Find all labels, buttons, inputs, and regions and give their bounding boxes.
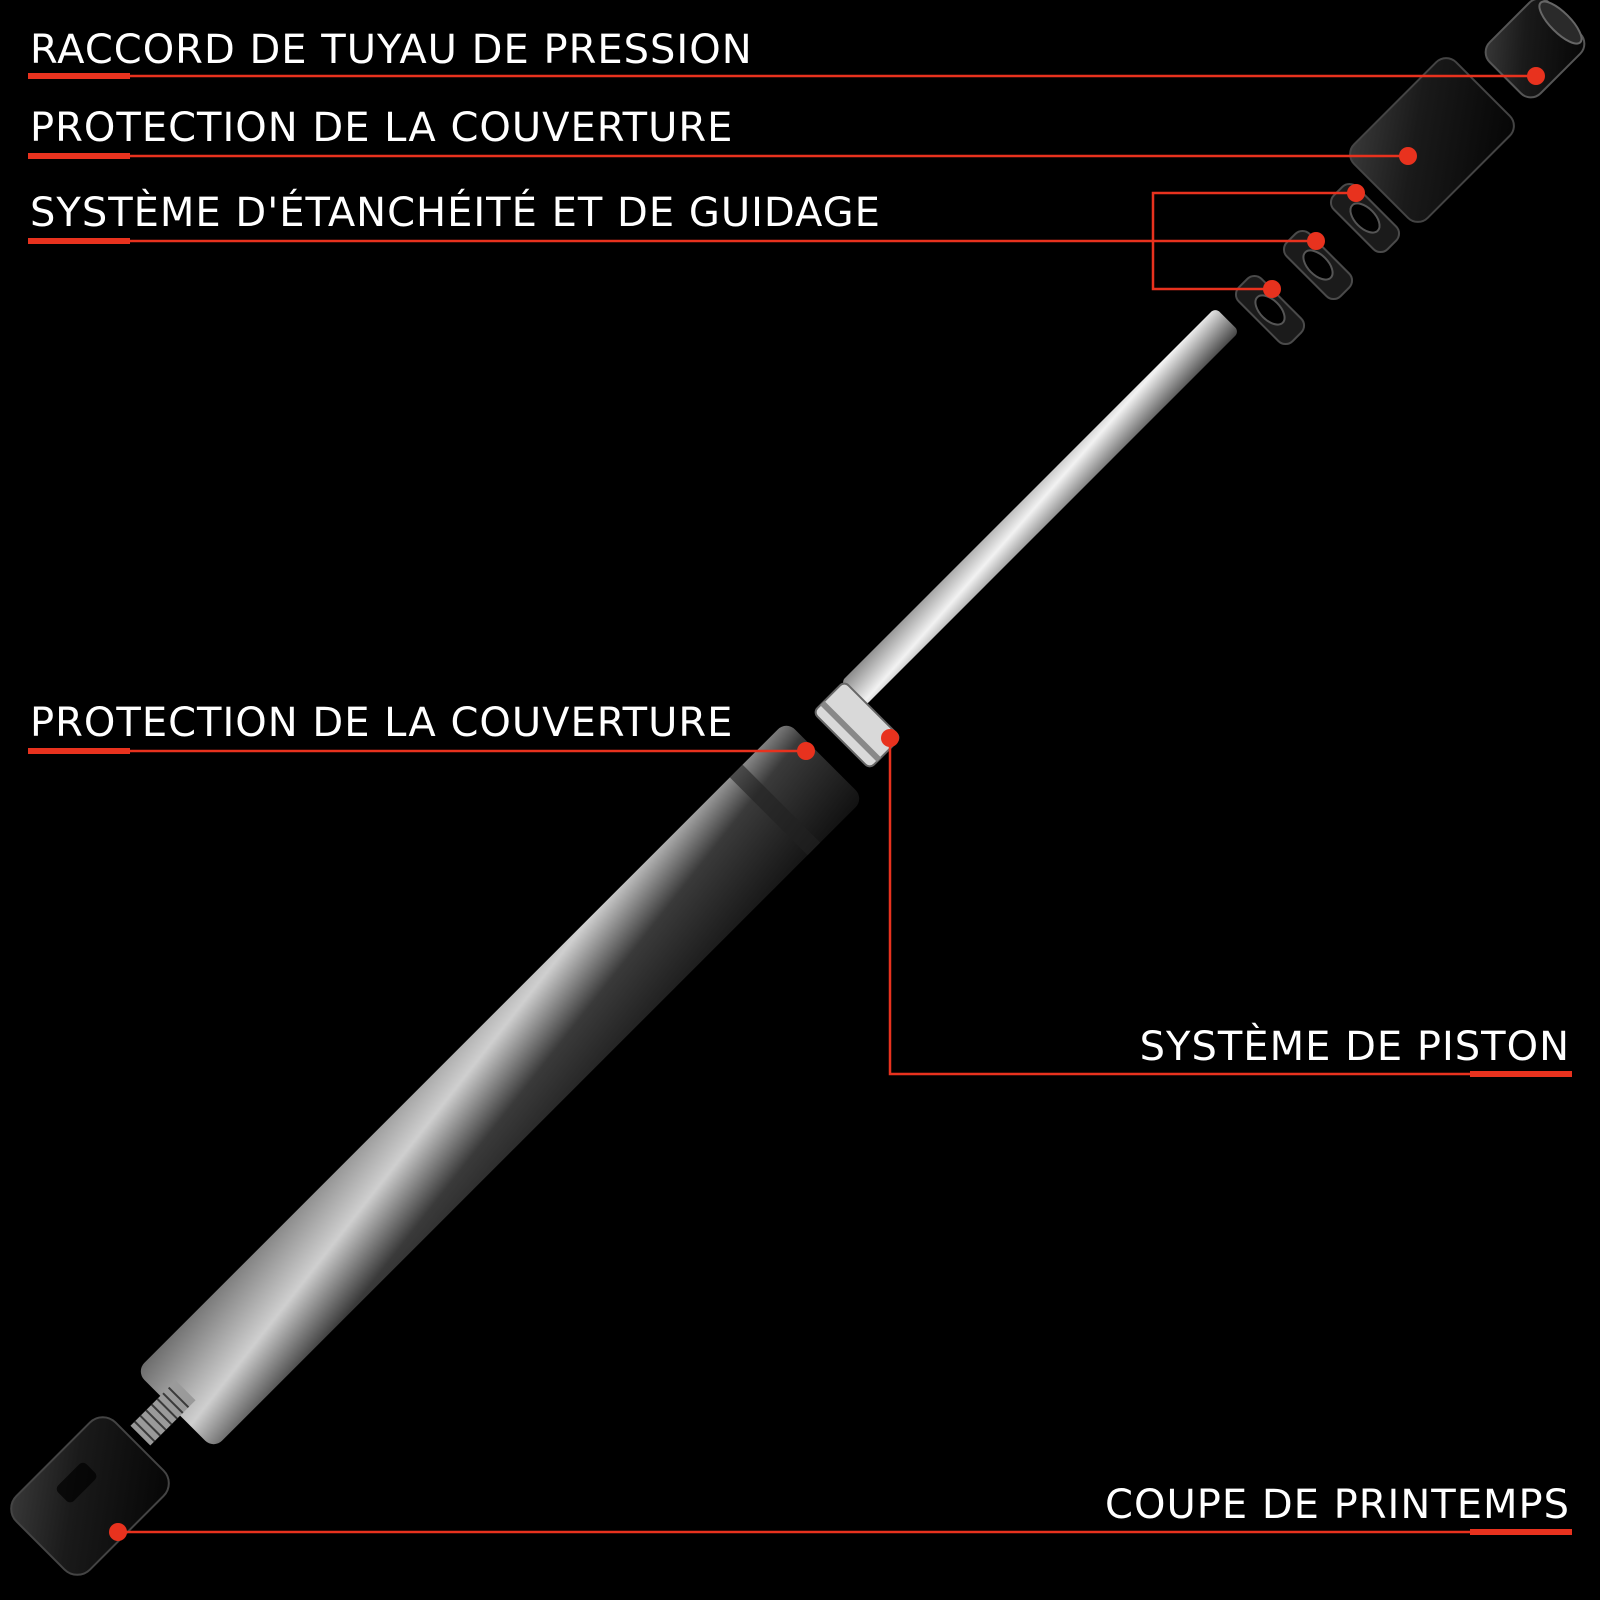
seal-washer-3: [1234, 274, 1306, 346]
dot-spring-cup: [109, 1523, 127, 1541]
dot-pressure-fitting: [1527, 67, 1545, 85]
dot-cover-protection-mid: [797, 742, 815, 760]
label-pressure-fitting: RACCORD DE TUYAU DE PRESSION: [30, 27, 753, 73]
label-seal-guide-system: SYSTÈME D'ÉTANCHÉITÉ ET DE GUIDAGE: [30, 190, 881, 236]
cylinder-body: [140, 725, 860, 1445]
cover-sleeve-part: [1349, 57, 1515, 223]
callout-dots: [109, 67, 1545, 1541]
piston-rod: [843, 310, 1237, 704]
threaded-stud: [130, 1380, 196, 1446]
label-piston-system: SYSTÈME DE PISTON: [1139, 1024, 1570, 1070]
dot-seal-2: [1307, 232, 1325, 250]
label-cover-protection-mid: PROTECTION DE LA COUVERTURE: [30, 700, 734, 746]
seal-washer-1: [1329, 182, 1401, 254]
dot-seal-3: [1263, 280, 1281, 298]
leader-seal-guide-bracket: [1151, 191, 1356, 291]
label-cover-protection-top: PROTECTION DE LA COUVERTURE: [30, 105, 734, 151]
label-spring-cup: COUPE DE PRINTEMPS: [1105, 1482, 1570, 1528]
leader-lines: [28, 74, 1572, 1534]
dot-seal-1: [1347, 184, 1365, 202]
leader-piston-system: [888, 738, 1572, 1076]
seal-washer-2: [1282, 229, 1354, 301]
label-underlines: [28, 73, 1572, 1535]
piston-ring: [814, 682, 900, 768]
dot-piston-system: [881, 729, 899, 747]
pressure-fitting-part: [1484, 0, 1586, 99]
dot-cover-protection-top: [1399, 147, 1417, 165]
